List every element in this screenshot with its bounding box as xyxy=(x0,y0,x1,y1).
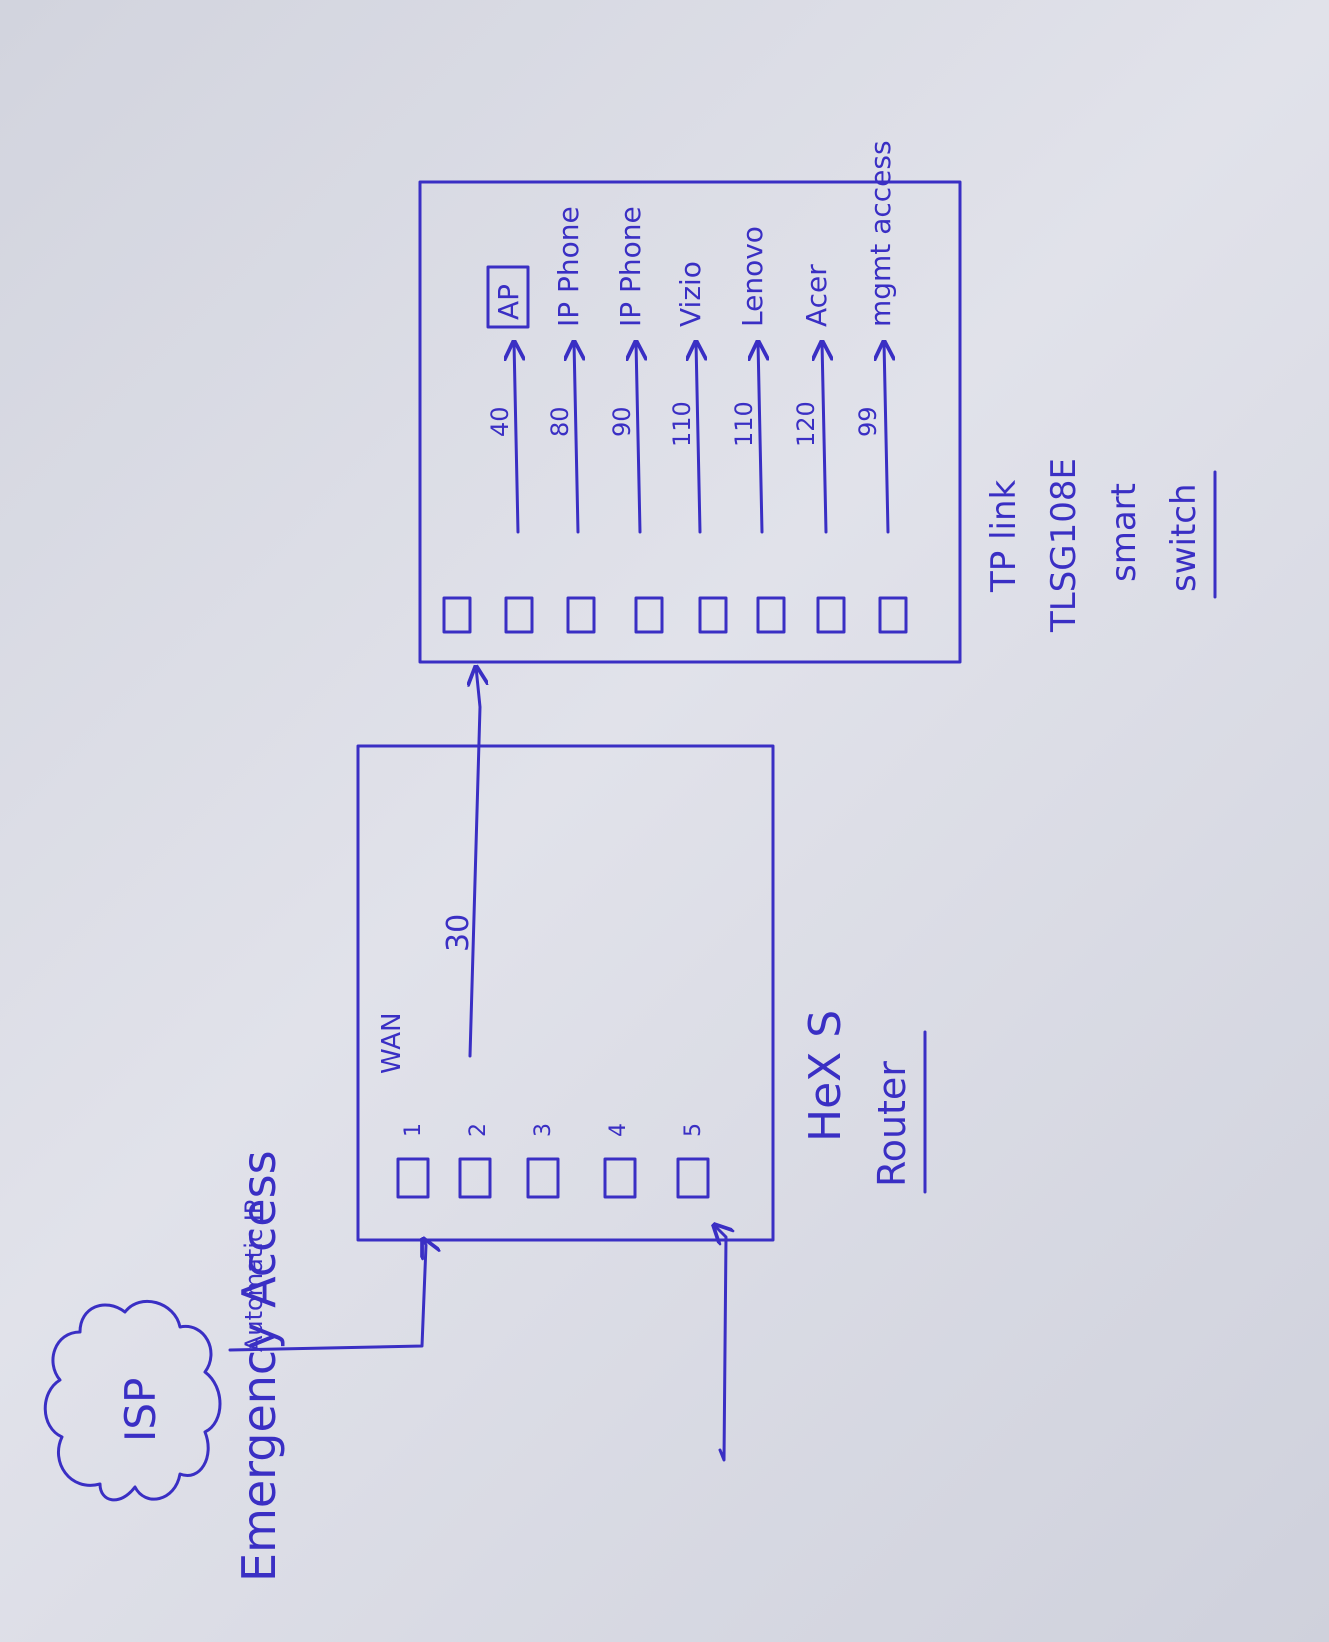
switch-port-6 xyxy=(816,596,846,634)
router-port-label-2: 2 xyxy=(466,1123,491,1137)
isp-link xyxy=(228,1239,426,1352)
router-port-5 xyxy=(676,1157,710,1199)
router-port-1 xyxy=(396,1157,430,1199)
router-port-3 xyxy=(526,1157,560,1199)
router-port-label-4: 4 xyxy=(606,1123,631,1137)
switch-port-7 xyxy=(878,596,908,634)
automatic-ip-label: Automatic IP xyxy=(240,1200,268,1352)
switch-vlan-0: 40 xyxy=(486,406,514,437)
switch-port-3 xyxy=(634,596,664,634)
isp-cloud xyxy=(43,1299,222,1502)
switch-link-3 xyxy=(696,342,700,534)
switch-vlan-4: 110 xyxy=(730,401,758,447)
switch-link-2 xyxy=(636,342,640,534)
wan-label: WAN xyxy=(377,1012,407,1074)
switch-port-5 xyxy=(756,596,786,634)
switch-device-3: Vizio xyxy=(674,261,707,327)
switch-device-2: IP Phone xyxy=(614,206,647,327)
router-port-label-5: 5 xyxy=(681,1123,706,1137)
switch-link-0 xyxy=(514,342,518,534)
switch-link-1 xyxy=(574,342,578,534)
switch-port-4 xyxy=(698,596,728,634)
switch-vlan-1: 80 xyxy=(546,406,574,437)
switch-device-1: IP Phone xyxy=(552,206,585,327)
switch-link-5 xyxy=(822,342,826,534)
router-ports xyxy=(396,1157,710,1199)
switch-ports xyxy=(442,596,908,634)
switch-vlan-6: 99 xyxy=(854,406,882,437)
emergency-link xyxy=(714,1225,726,1462)
ap-box xyxy=(486,265,530,329)
switch-type-line1: smart xyxy=(1104,483,1144,582)
router-port-2 xyxy=(458,1157,492,1199)
switch-link-6 xyxy=(884,342,888,534)
switch-links xyxy=(514,342,888,534)
switch-device-5: Acer xyxy=(800,264,833,327)
switch-vlan-2: 90 xyxy=(608,406,636,437)
router-port-4 xyxy=(603,1157,637,1199)
router-port-label-3: 3 xyxy=(531,1123,556,1137)
switch-port-2 xyxy=(566,596,596,634)
switch-device-0: AP xyxy=(492,284,525,320)
switch-brand: TP link xyxy=(984,479,1024,593)
router-type: Router xyxy=(870,1061,914,1187)
switch-type-line2: switch xyxy=(1164,483,1204,592)
router-switch-link xyxy=(470,667,480,1058)
router-box xyxy=(356,744,775,1242)
uplink-vlan-label: 30 xyxy=(441,914,476,952)
switch-vlan-5: 120 xyxy=(792,401,820,447)
router-name: HeX S xyxy=(800,1010,851,1142)
switch-device-6: mgmt access xyxy=(864,140,897,327)
switch-device-4: Lenovo xyxy=(736,226,769,327)
emergency-label: Emergency Access xyxy=(232,1150,286,1582)
switch-box xyxy=(418,180,962,664)
switch-model: TLSG108E xyxy=(1044,458,1084,633)
router-port-label-1: 1 xyxy=(401,1123,426,1137)
switch-port-0 xyxy=(442,596,472,634)
switch-port-1 xyxy=(504,596,534,634)
switch-vlan-3: 110 xyxy=(668,401,696,447)
switch-link-4 xyxy=(758,342,762,534)
isp-label: ISP xyxy=(116,1378,165,1442)
